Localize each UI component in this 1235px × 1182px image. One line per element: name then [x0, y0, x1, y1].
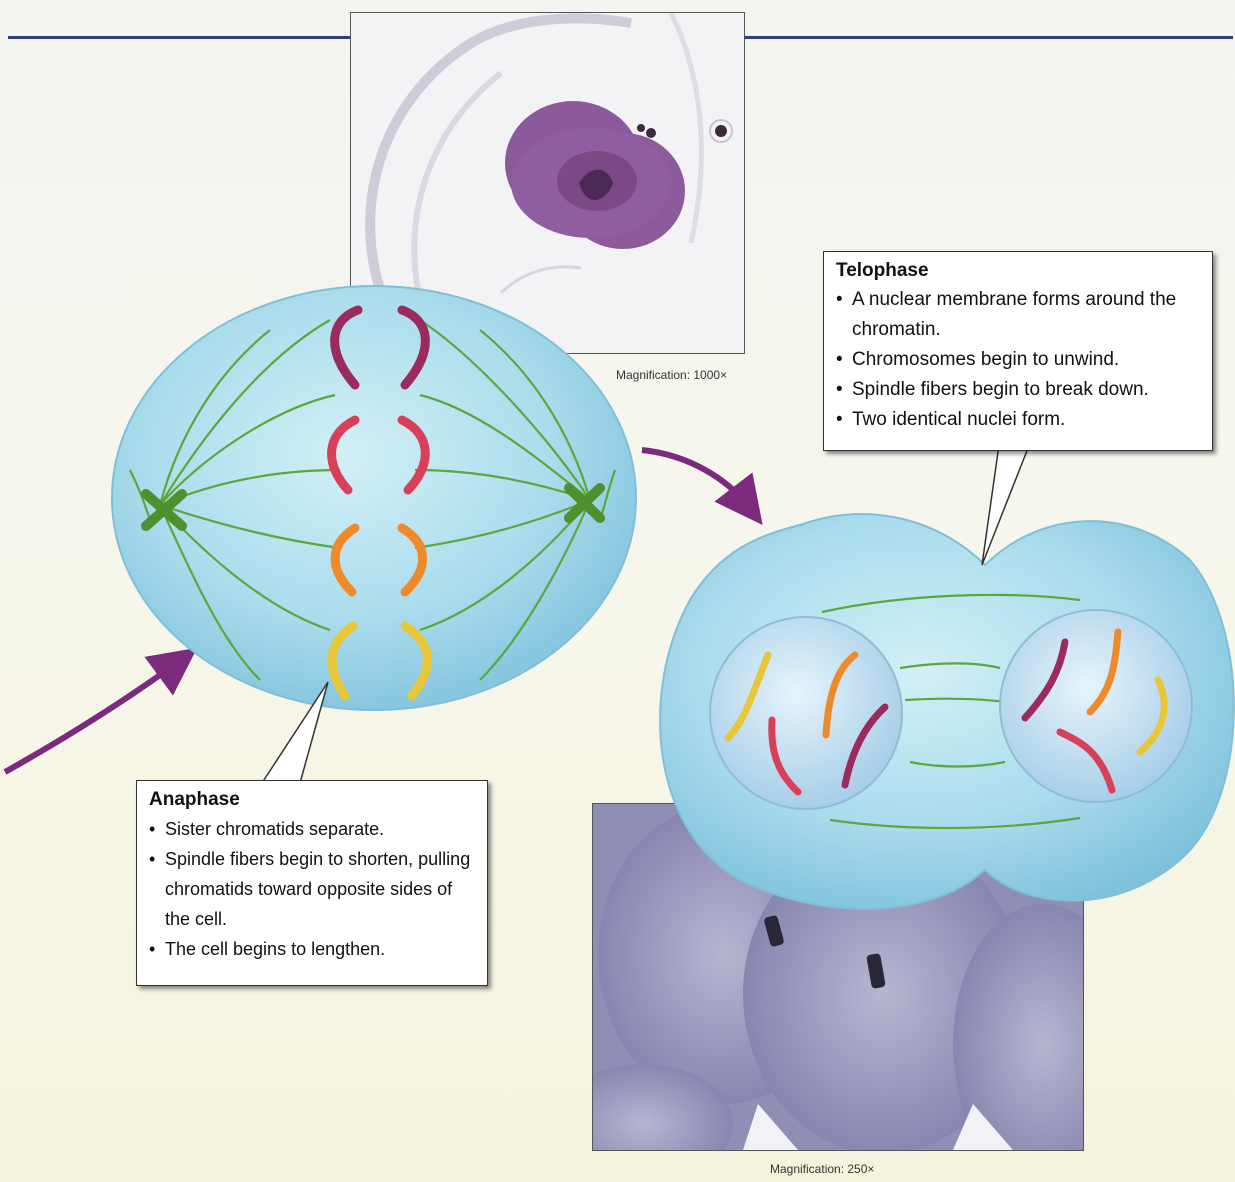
- anaphase-title: Anaphase: [149, 789, 475, 811]
- telophase-callout: Telophase A nuclear membrane forms aroun…: [823, 251, 1213, 451]
- arrow-to-anaphase: [5, 662, 178, 772]
- anaphase-bullet: The cell begins to lengthen.: [149, 934, 475, 964]
- telophase-bullet: Chromosomes begin to unwind.: [836, 345, 1200, 375]
- telophase-title: Telophase: [836, 260, 1200, 282]
- telophase-bullets: A nuclear membrane forms around the chro…: [836, 285, 1200, 435]
- telophase-bullet: A nuclear membrane forms around the chro…: [836, 285, 1200, 345]
- telophase-bullet: Two identical nuclei form.: [836, 405, 1200, 435]
- telophase-bullet: Spindle fibers begin to break down.: [836, 375, 1200, 405]
- telophase-cell: [660, 514, 1234, 909]
- anaphase-callout: Anaphase Sister chromatids separate. Spi…: [136, 780, 488, 986]
- anaphase-cell: [112, 286, 636, 710]
- anaphase-bullets: Sister chromatids separate. Spindle fibe…: [149, 814, 475, 964]
- nucleus-left: [710, 617, 902, 809]
- anaphase-bullet: Spindle fibers begin to shorten, pulling…: [149, 844, 475, 934]
- arrow-to-telophase: [642, 450, 748, 506]
- anaphase-bullet: Sister chromatids separate.: [149, 814, 475, 844]
